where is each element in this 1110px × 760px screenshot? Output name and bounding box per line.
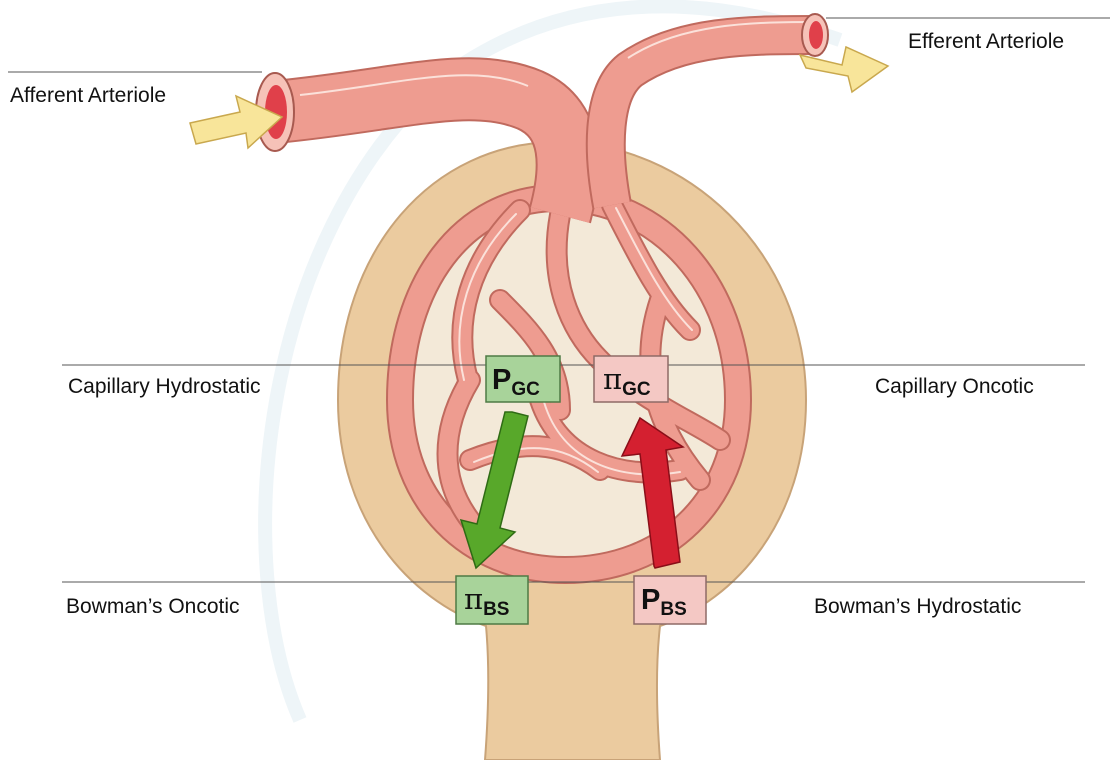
pi-gc-subscript: GC: [622, 379, 651, 400]
efferent-arteriole-lumen: [809, 21, 823, 49]
pi-gc-box: πGC: [594, 356, 668, 402]
pi-bs-subscript: BS: [483, 599, 509, 620]
bowmans-oncotic-label: Bowman’s Oncotic: [66, 595, 240, 618]
pi-gc-symbol: π: [603, 362, 622, 396]
p-gc-symbol: P: [492, 364, 511, 396]
p-bs-subscript: BS: [660, 599, 686, 620]
capillary-oncotic-label: Capillary Oncotic: [875, 375, 1034, 398]
p-gc-subscript: GC: [511, 379, 540, 400]
p-gc-box: PGC: [486, 356, 560, 402]
afferent-arteriole-label: Afferent Arteriole: [10, 84, 166, 107]
p-bs-symbol: P: [641, 584, 660, 616]
efferent-arteriole-label: Efferent Arteriole: [908, 30, 1064, 53]
pi-bs-box: πBS: [456, 576, 528, 624]
p-bs-box: PBS: [634, 576, 706, 624]
pi-bs-symbol: π: [464, 582, 483, 616]
capillary-hydrostatic-label: Capillary Hydrostatic: [68, 375, 261, 398]
bowmans-hydrostatic-label: Bowman’s Hydrostatic: [814, 595, 1021, 618]
